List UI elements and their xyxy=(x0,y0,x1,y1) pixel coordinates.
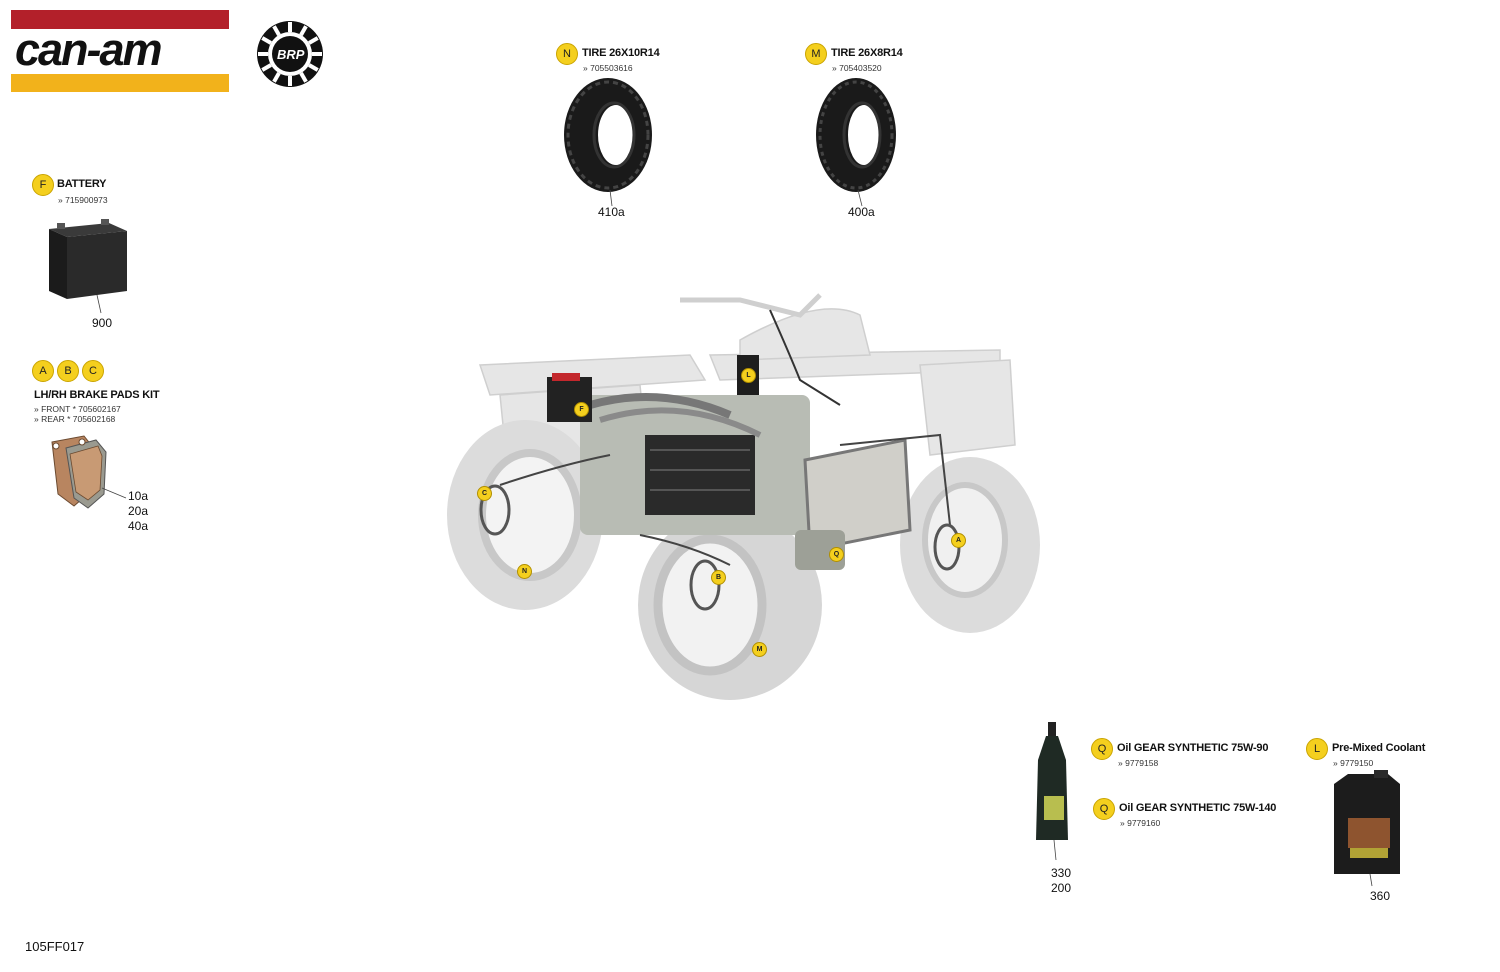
tire-m-badge: M xyxy=(805,43,827,65)
oil-90-part-number: » 9779158 xyxy=(1118,758,1159,768)
oil-140-badge: Q xyxy=(1093,798,1115,820)
brake-pads-rear-number: » REAR * 705602168 xyxy=(34,414,116,424)
tire-m-ref: 400a xyxy=(848,205,875,219)
brake-ref-3: 40a xyxy=(128,519,149,533)
canam-logo: can-am xyxy=(11,10,229,92)
diagram-id: 105FF017 xyxy=(25,939,85,954)
brake-badge-c: C xyxy=(82,360,104,382)
tire-n-badge: N xyxy=(556,43,578,65)
brake-pads-refs: 10a 20a 40a xyxy=(128,489,148,534)
brake-pads-title: LH/RH BRAKE PADS KIT xyxy=(34,389,160,401)
oil-90-badge: Q xyxy=(1091,738,1113,760)
oil-90-title: Oil GEAR SYNTHETIC 75W-90 xyxy=(1117,742,1269,754)
battery-badge: F xyxy=(32,174,54,196)
callout-f: F xyxy=(574,402,589,417)
oil-140-title: Oil GEAR SYNTHETIC 75W-140 xyxy=(1119,802,1277,814)
battery-image xyxy=(49,219,127,314)
tire-m-part-number: » 705403520 xyxy=(832,63,882,73)
brp-logo: BRP xyxy=(255,20,325,88)
tire-n-image xyxy=(564,78,652,207)
oil-140-part-number: » 9779160 xyxy=(1120,818,1161,828)
battery-ref: 900 xyxy=(92,316,113,330)
tire-m-title: TIRE 26X8R14 xyxy=(831,47,903,59)
logo-yellow-bar xyxy=(11,74,229,92)
brake-ref-2: 20a xyxy=(128,504,149,518)
callout-q: Q xyxy=(829,547,844,562)
oil-bottle-image xyxy=(1036,722,1068,861)
tire-n-part-number: » 705503616 xyxy=(583,63,633,73)
logo-text: can-am xyxy=(15,24,163,75)
tire-m-image xyxy=(816,78,896,207)
logo-red-bar xyxy=(11,10,229,29)
atv-illustration xyxy=(447,293,1040,700)
coolant-ref: 360 xyxy=(1370,889,1391,903)
brake-badge-a: A xyxy=(32,360,54,382)
battery-title: BATTERY xyxy=(57,178,107,190)
oil-ref-1: 330 xyxy=(1051,866,1072,880)
callout-c: C xyxy=(477,486,492,501)
brake-badge-b: B xyxy=(57,360,79,382)
oil-refs: 330 200 xyxy=(1051,866,1071,896)
coolant-title: Pre-Mixed Coolant xyxy=(1332,742,1426,754)
battery-part-number: » 715900973 xyxy=(58,195,108,205)
brake-pads-image xyxy=(51,435,127,509)
brp-gear-icon xyxy=(257,21,323,87)
callout-m: M xyxy=(752,642,767,657)
callout-a: A xyxy=(951,533,966,548)
brake-ref-1: 10a xyxy=(128,489,149,503)
coolant-jug-image xyxy=(1334,770,1400,887)
brake-pads-front-number: » FRONT * 705602167 xyxy=(34,404,121,414)
tire-n-ref: 410a xyxy=(598,205,625,219)
coolant-badge: L xyxy=(1306,738,1328,760)
oil-ref-2: 200 xyxy=(1051,881,1072,895)
callout-n: N xyxy=(517,564,532,579)
callout-l: L xyxy=(741,368,756,383)
brp-text: BRP xyxy=(277,47,305,62)
coolant-part-number: » 9779150 xyxy=(1333,758,1374,768)
callout-b: B xyxy=(711,570,726,585)
tire-n-title: TIRE 26X10R14 xyxy=(582,47,660,59)
